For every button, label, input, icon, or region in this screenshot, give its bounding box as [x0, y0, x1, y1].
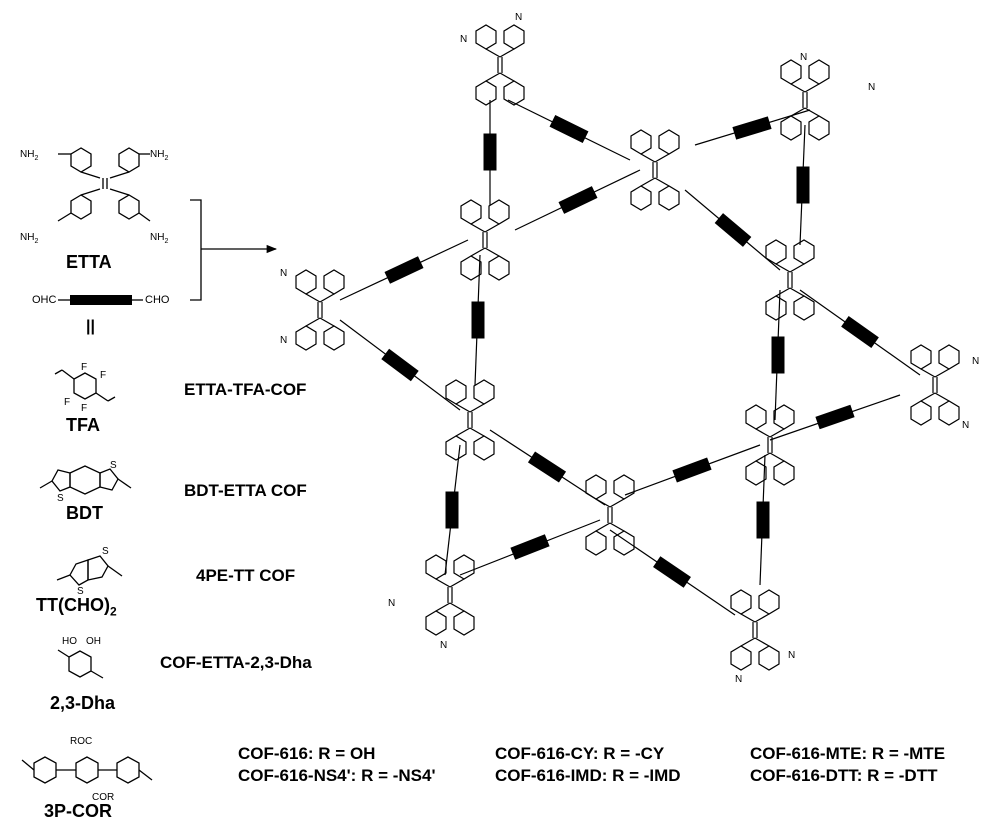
cof616-variant: COF-616-DTT: R = -DTT — [750, 766, 938, 785]
tpe-node — [445, 379, 495, 461]
etta-name: ETTA — [66, 252, 112, 272]
fluorine-label: F — [81, 362, 87, 373]
sulfur-label: S — [77, 586, 84, 597]
nitrogen-label: N — [868, 82, 875, 93]
nitrogen-label: N — [972, 356, 979, 367]
tpe-node — [475, 24, 525, 106]
nitrogen-label: N — [735, 674, 742, 685]
tpe-node — [780, 59, 830, 141]
cho-label: CHO — [145, 294, 170, 306]
fluorine-label: F — [81, 403, 87, 414]
nitrogen-label: N — [515, 12, 522, 23]
reaction-bracket — [190, 199, 278, 301]
cof616-variant: COF-616: R = OH — [238, 744, 376, 763]
tpe-node — [585, 474, 635, 556]
etta-nh2-groups: NH2 NH2 NH2 NH2 — [20, 149, 168, 245]
hydroxyl-label: OH — [86, 636, 101, 647]
cof-name-tt: 4PE-TT COF — [196, 566, 296, 585]
tt-sulfurs: S S — [77, 546, 109, 597]
ohc-label: OHC — [32, 294, 57, 306]
tfa-fluorines: F F F F — [64, 362, 106, 414]
roc-label: ROC — [70, 736, 92, 747]
tpe-node — [910, 344, 960, 426]
fluorine-label: F — [100, 370, 106, 381]
cof616-variant: COF-616-MTE: R = -MTE — [750, 744, 946, 763]
nitrogen-label: N — [800, 52, 807, 63]
tt-name-sub: 2 — [109, 604, 117, 619]
tfa-structure — [54, 369, 116, 402]
nitrogen-label: N — [962, 420, 969, 431]
nitrogen-label: N — [388, 598, 395, 609]
nh2-label: NH2 — [20, 149, 38, 162]
nitrogen-label: N — [788, 650, 795, 661]
sulfur-label: S — [102, 546, 109, 557]
dha-name: 2,3-Dha — [50, 693, 116, 713]
bdt-name: BDT — [66, 503, 103, 523]
tfa-name: TFA — [66, 415, 100, 435]
cof-nodes — [295, 24, 960, 671]
dha-structure — [57, 649, 104, 679]
nitrogen-label: N — [440, 640, 447, 651]
cor-label: COR — [92, 792, 114, 803]
nitrogen-label: N — [280, 268, 287, 279]
cof-linkers — [339, 99, 921, 616]
p3cor-structure — [21, 756, 153, 784]
cof616-variant: COF-616-CY: R = -CY — [495, 744, 665, 763]
nh2-label: NH2 — [20, 232, 38, 245]
tpe-node — [745, 404, 795, 486]
p3cor-groups: ROC COR — [70, 736, 114, 803]
terminal-nitrogens: N N N N N N N N N N N N — [280, 12, 979, 685]
hydroxyl-label: HO — [62, 636, 77, 647]
nitrogen-label: N — [460, 34, 467, 45]
tpe-node — [730, 589, 780, 671]
cof616-variant: COF-616-IMD: R = -IMD — [495, 766, 681, 785]
fluorine-label: F — [64, 397, 70, 408]
cof616-variant: COF-616-NS4': R = -NS4' — [238, 766, 436, 785]
tpe-node — [460, 199, 510, 281]
etta-structure — [57, 147, 151, 222]
tpe-node — [295, 269, 345, 351]
equals-symbol: || — [86, 318, 95, 335]
nh2-label: NH2 — [150, 149, 168, 162]
sulfur-label: S — [110, 460, 117, 471]
tpe-node — [765, 239, 815, 321]
cof-name-dha: COF-ETTA-2,3-Dha — [160, 653, 312, 672]
tt-name-main: TT(CHO) — [36, 595, 110, 615]
nitrogen-label: N — [280, 335, 287, 346]
cof-name-tfa: ETTA-TFA-COF — [184, 380, 307, 399]
bdt-structure — [39, 465, 132, 495]
p3cor-name: 3P-COR — [44, 801, 113, 821]
tpe-node — [425, 554, 475, 636]
dialdehyde-structure: OHC CHO — [32, 294, 170, 306]
tt-structure — [56, 555, 123, 586]
dha-hydroxyls: HO OH — [62, 636, 101, 647]
cof-name-bdt: BDT-ETTA COF — [184, 481, 307, 500]
bdt-sulfurs: S S — [57, 460, 117, 504]
nh2-label: NH2 — [150, 232, 168, 245]
sulfur-label: S — [57, 493, 64, 504]
tt-name: TT(CHO)2 — [36, 595, 117, 619]
tpe-node — [630, 129, 680, 211]
